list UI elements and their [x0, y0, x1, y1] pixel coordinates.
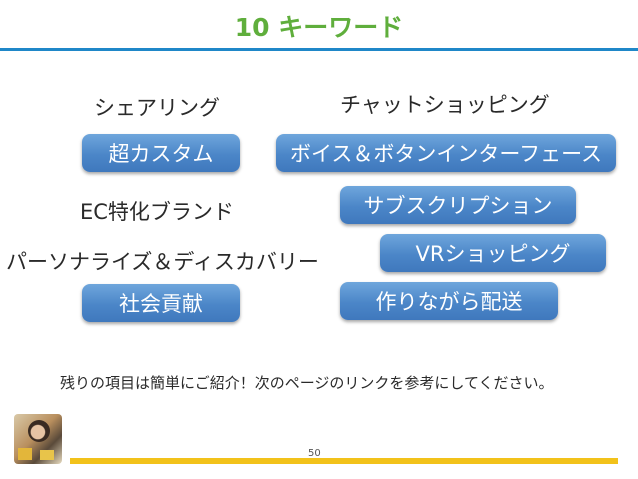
keyword-vr-box: VRショッピング	[380, 234, 606, 272]
keyword-personalize: パーソナライズ＆ディスカバリー	[6, 250, 319, 274]
keyword-chat-shopping: チャットショッピング	[340, 93, 550, 117]
footnote-text: 残りの項目は簡単にご紹介！次のページのリンクを参考にしてください。	[60, 374, 554, 392]
footer-bar	[70, 458, 618, 464]
keyword-voice-box: ボイス＆ボタンインターフェース	[276, 134, 616, 172]
keyword-make-ship-box: 作りながら配送	[340, 282, 558, 320]
photo-block-left	[18, 448, 32, 460]
presenter-photo	[14, 414, 62, 464]
keyword-subscription-box: サブスクリプション	[340, 186, 576, 224]
photo-block-right	[40, 450, 54, 460]
keyword-sharing: シェアリング	[94, 96, 220, 120]
keyword-ec-brand: EC特化ブランド	[80, 200, 234, 224]
slide-title: 10 キーワード	[234, 13, 404, 42]
page-number: 50	[308, 448, 321, 459]
title-divider	[0, 48, 638, 51]
keyword-social-box: 社会貢献	[82, 284, 240, 322]
keyword-custom-box: 超カスタム	[82, 134, 240, 172]
photo-person-head	[28, 420, 50, 442]
